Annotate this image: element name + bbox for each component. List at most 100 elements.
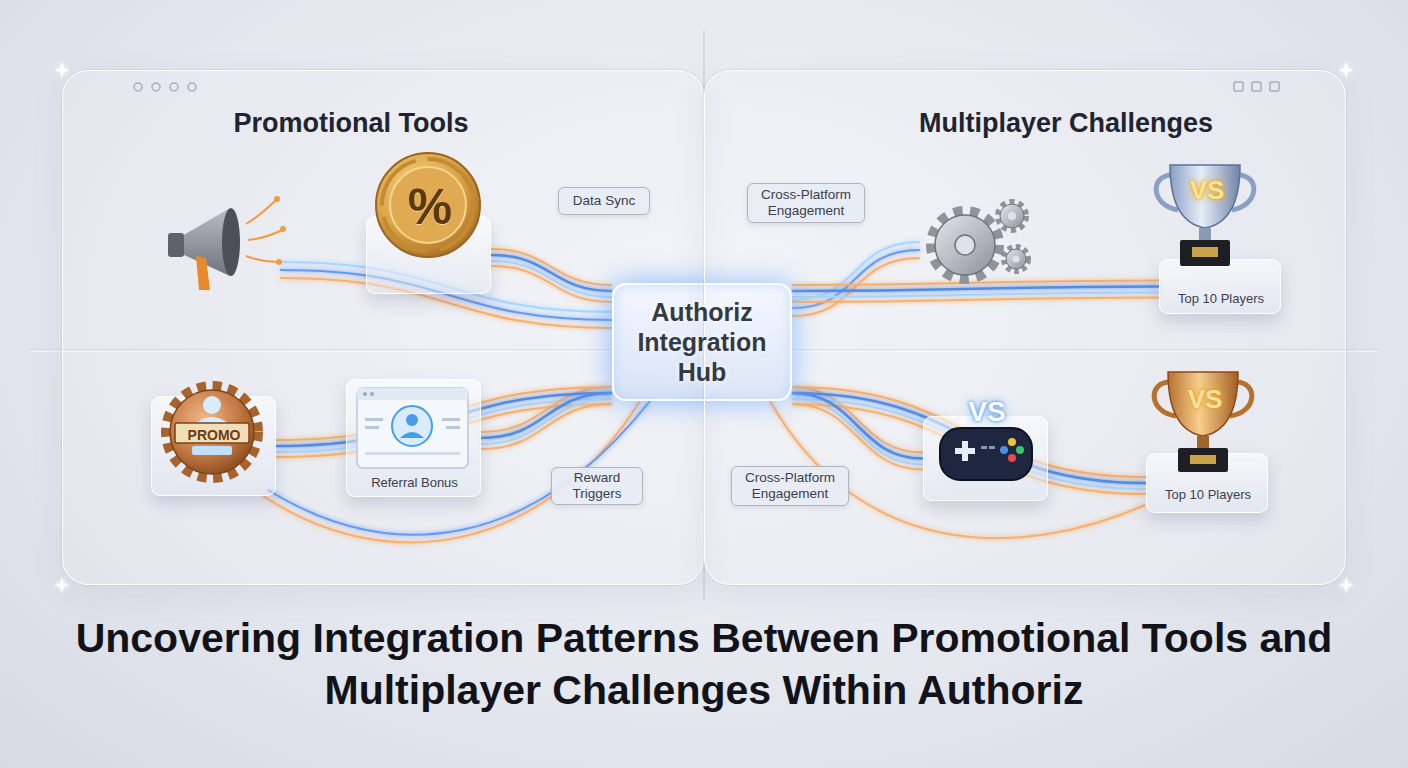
icon-tile: PROMO — [151, 396, 276, 496]
gamepad-icon — [962, 441, 968, 461]
diagram-title: Uncovering Integration Patterns Between … — [54, 612, 1354, 716]
gears-icon — [1000, 204, 1024, 228]
megaphone-icon — [168, 196, 286, 290]
gamepad-icon — [940, 428, 1032, 480]
promo-badge-icon — [175, 423, 249, 443]
icon-tile: VS — [923, 416, 1048, 501]
referral-card-icon — [365, 426, 379, 429]
icon-tile: Referral Bonus — [346, 379, 481, 497]
promo-badge-icon — [195, 417, 229, 424]
gears-icon — [931, 211, 999, 279]
gamepad-icon — [1008, 454, 1016, 462]
gears-icon — [935, 215, 995, 275]
section-panel: Multiplayer ChallengesCross-Platform Eng… — [704, 70, 1346, 585]
megaphone-icon — [196, 256, 210, 290]
hub-label: Authoriz Integration Hub — [622, 297, 782, 387]
gamepad-icon — [1008, 438, 1016, 446]
trophy-icon — [1199, 228, 1211, 240]
node-label: Data Sync — [573, 193, 635, 209]
tag-box: Cross-Platform Engagement — [731, 466, 849, 506]
node-label: VS — [937, 397, 1037, 427]
sparkle — [54, 577, 70, 593]
trophy-icon — [1170, 165, 1240, 228]
node-label: VS — [1155, 384, 1255, 414]
node-label: Reward Triggers — [557, 470, 637, 502]
section-heading: Promotional Tools — [163, 107, 539, 139]
gears-icon — [1004, 247, 1028, 271]
referral-card-icon — [392, 406, 432, 446]
referral-card-icon — [406, 414, 418, 426]
hub-box: Authoriz Integration Hub — [612, 283, 792, 401]
sparkle — [54, 62, 70, 78]
promo-badge-icon — [166, 386, 258, 478]
gears-icon — [1006, 249, 1026, 269]
node-label: Cross-Platform Engagement — [737, 470, 843, 502]
gamepad-icon — [940, 428, 1032, 480]
megaphone-icon — [280, 226, 286, 232]
icon-tile: VSTop 10 Players — [1159, 259, 1281, 314]
node-label: Cross-Platform Engagement — [753, 187, 859, 219]
node-label: Referral Bonus — [347, 474, 482, 492]
tag-box: Reward Triggers — [551, 467, 643, 505]
gamepad-icon — [981, 446, 987, 449]
promo-badge-icon — [203, 396, 221, 414]
megaphone-icon — [222, 208, 240, 276]
trophy-icon — [1230, 382, 1252, 416]
promo-badge-icon — [170, 390, 254, 474]
gears-icon — [998, 202, 1026, 230]
trophy-icon — [1168, 372, 1238, 436]
referral-card-icon — [365, 418, 383, 421]
sparkle — [1338, 577, 1354, 593]
tag-box: Data Sync — [558, 187, 650, 215]
promo-badge-icon — [166, 386, 258, 478]
megaphone-icon — [276, 259, 282, 265]
section-heading: Multiplayer Challenges — [866, 107, 1266, 139]
trophy-icon — [1154, 372, 1252, 472]
gears-icon — [931, 202, 1028, 279]
referral-card-icon — [357, 388, 468, 468]
node-label: Top 10 Players — [1147, 486, 1269, 504]
icon-tile: VSTop 10 Players — [1146, 453, 1268, 513]
referral-card-icon — [365, 452, 460, 455]
icon-tile: % — [366, 216, 491, 294]
referral-card-icon — [400, 432, 424, 438]
node-label: VS — [1157, 175, 1257, 205]
node-label: PROMO — [164, 425, 264, 445]
discount-coin-icon — [376, 153, 480, 257]
megaphone-icon — [246, 256, 278, 262]
trophy-icon — [1156, 175, 1178, 210]
trophy-icon — [1232, 175, 1254, 210]
referral-card-icon — [446, 426, 460, 429]
trophy-icon — [1156, 165, 1254, 266]
node-label: % — [380, 179, 480, 235]
megaphone-icon — [274, 196, 280, 202]
megaphone-icon — [246, 200, 276, 224]
frame-lines — [30, 30, 1378, 600]
section-panel: Promotional Tools% Data SyncPROMO Referral… — [62, 70, 704, 585]
discount-coin-icon — [382, 159, 474, 251]
gamepad-icon — [989, 446, 995, 449]
tag-box: Cross-Platform Engagement — [747, 183, 865, 223]
referral-card-icon — [357, 388, 468, 400]
trophy-icon — [1154, 382, 1176, 416]
referral-card-icon — [357, 388, 468, 468]
sparkle — [1338, 62, 1354, 78]
referral-card-icon — [363, 392, 367, 396]
trophy-icon — [1190, 455, 1216, 464]
gears-icon — [1013, 256, 1020, 263]
gears-icon — [1008, 212, 1016, 220]
trophy-icon — [1192, 247, 1218, 257]
promo-badge-icon — [192, 446, 232, 455]
megaphone-icon — [182, 208, 230, 276]
referral-card-icon — [370, 392, 374, 396]
gears-icon — [955, 235, 975, 255]
gamepad-icon — [1016, 446, 1024, 454]
gamepad-icon — [1000, 446, 1008, 454]
discount-coin-icon — [376, 153, 480, 257]
trophy-icon — [1197, 436, 1209, 448]
trophy-icon — [1178, 448, 1228, 472]
referral-card-icon — [442, 418, 460, 421]
node-label: Top 10 Players — [1160, 290, 1282, 308]
megaphone-icon — [248, 230, 282, 240]
